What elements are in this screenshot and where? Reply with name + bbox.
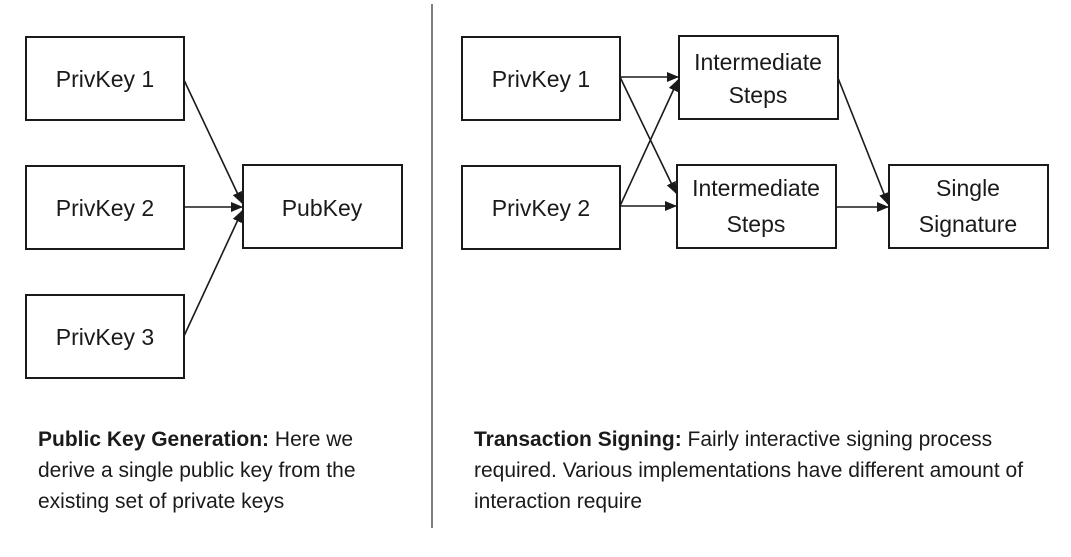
right-privkey1-box: PrivKey 1: [461, 36, 621, 121]
arrow-intermediate1-to-signature: [837, 77, 889, 205]
intermediate-steps-box-1: Intermediate Steps: [678, 35, 839, 120]
arrow-privkey1-to-pubkey: [183, 79, 243, 204]
left-privkey1-label: PrivKey 1: [56, 66, 154, 92]
left-privkey3-box: PrivKey 3: [25, 294, 185, 379]
single-signature-line1: Single: [936, 175, 1000, 201]
intermediate-steps-1-line1: Intermediate: [694, 49, 822, 75]
intermediate-steps-2-line1: Intermediate: [692, 175, 820, 201]
left-pubkey-label: PubKey: [282, 195, 363, 221]
intermediate-steps-box-2: Intermediate Steps: [676, 164, 837, 249]
left-privkey2-label: PrivKey 2: [56, 195, 154, 221]
single-signature-line2: Signature: [919, 211, 1017, 237]
left-privkey3-label: PrivKey 3: [56, 324, 154, 350]
transaction-signing-text: Fairly interactive signing process requi…: [474, 428, 1024, 513]
single-signature-box: Single Signature: [888, 164, 1049, 249]
transaction-signing-caption: Transaction Signing: Fairly interactive …: [474, 424, 1034, 517]
public-key-generation-caption: Public Key Generation: Here we derive a …: [38, 424, 398, 517]
intermediate-steps-1-line2: Steps: [729, 82, 788, 108]
arrow-privkey3-to-pubkey: [183, 210, 243, 337]
right-privkey2-box: PrivKey 2: [461, 165, 621, 250]
arrow-privkey2-to-intermediate1: [619, 79, 679, 207]
left-privkey1-box: PrivKey 1: [25, 36, 185, 121]
left-privkey2-box: PrivKey 2: [25, 165, 185, 250]
right-privkey1-label: PrivKey 1: [492, 66, 590, 92]
arrow-privkey1-to-intermediate2: [619, 76, 677, 194]
intermediate-steps-2-line2: Steps: [727, 211, 786, 237]
transaction-signing-title: Transaction Signing:: [474, 428, 682, 451]
left-pubkey-box: PubKey: [242, 164, 403, 249]
public-key-generation-title: Public Key Generation:: [38, 428, 270, 451]
right-privkey2-label: PrivKey 2: [492, 195, 590, 221]
public-key-generation-text: Here we derive a single public key from …: [38, 428, 356, 513]
